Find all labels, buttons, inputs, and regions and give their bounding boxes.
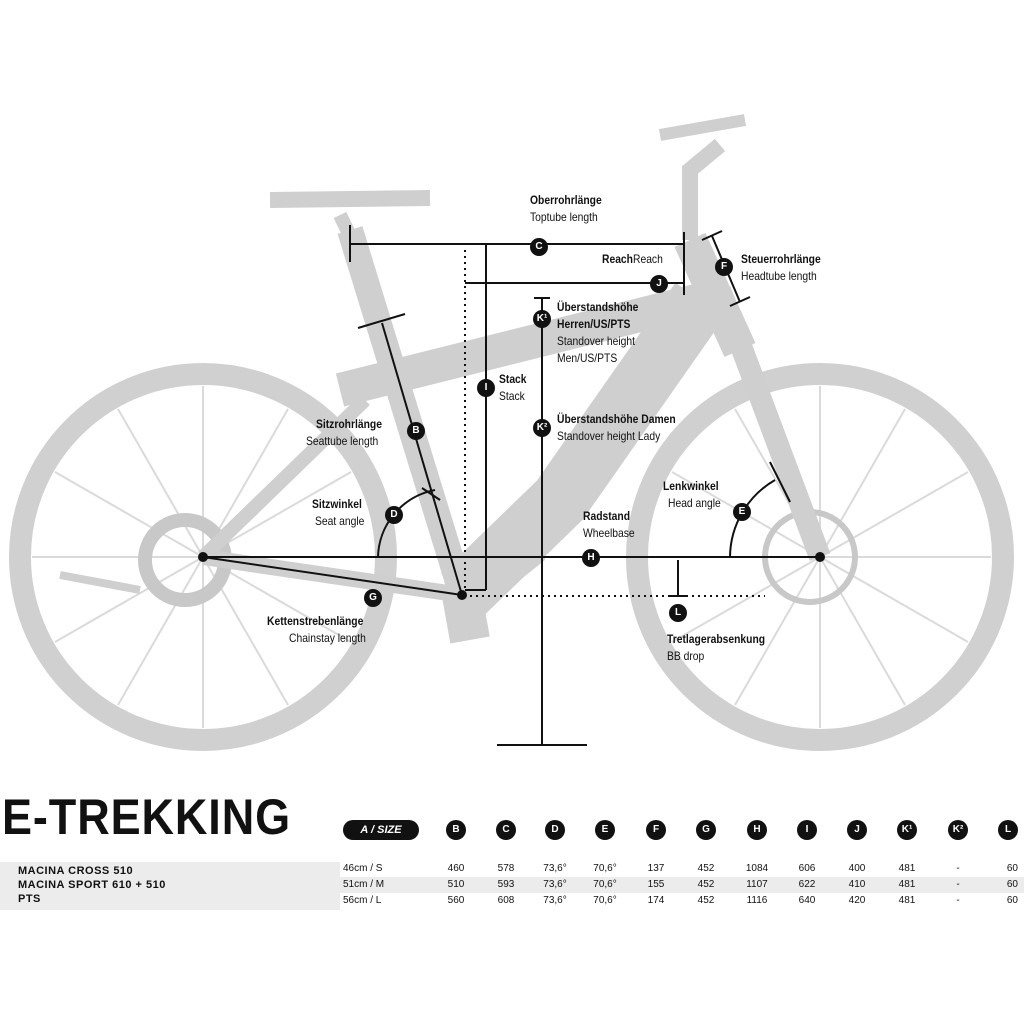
table-cell: 137 [647,863,665,874]
size-cell: 56cm / L [343,895,382,906]
table-cell: 1116 [746,895,768,906]
table-cell: 560 [447,895,465,906]
table-cell: 510 [447,879,465,890]
model-name: MACINA CROSS 510 [18,865,134,877]
table-cell: 578 [497,863,515,874]
table-cell: 1107 [746,879,768,890]
table-cell: 410 [848,879,866,890]
model-names: MACINA CROSS 510 MACINA SPORT 610 + 510 … [0,862,340,910]
table-cell: 60 [1006,879,1018,890]
table-cell: 73,6° [543,863,567,874]
badge-E: E [733,503,751,521]
bike-silhouette [9,114,1014,751]
column-header: K² [948,820,968,840]
table-cell: 60 [1006,863,1018,874]
badge-F: F [715,258,733,276]
column-header: F [646,820,666,840]
table-cell: 608 [497,895,515,906]
line-B [381,322,463,596]
column-header: K¹ [897,820,917,840]
badge-C: C [530,238,548,256]
badge-K2: K² [533,419,551,437]
table-cell: 481 [898,879,916,890]
size-cell: 51cm / M [343,879,385,890]
table-cell: 452 [697,895,715,906]
hub-points [198,552,825,600]
badge-D: D [385,506,403,524]
table-cell: 606 [798,863,816,874]
table-cell: 481 [898,863,916,874]
line-G [202,556,463,596]
size-cell: 46cm / S [343,863,383,874]
table-cell: 640 [798,895,816,906]
column-header: E [595,820,615,840]
badge-J: J [650,275,668,293]
rear-spokes [32,386,374,728]
label-reach: Reach Reach [602,252,664,266]
table-cell: 452 [697,879,715,890]
table-title: E-TREKKING [2,789,291,845]
size-header: A / SIZE [343,820,419,840]
geometry-lines [202,225,820,746]
table-cell: 155 [647,879,665,890]
table-cell: 60 [1006,895,1018,906]
table-cell: - [956,895,960,906]
column-header: H [747,820,767,840]
table-row [340,877,1024,893]
column-header: I [797,820,817,840]
table-cell: 70,6° [593,895,617,906]
table-cell: 460 [447,863,465,874]
badge-I: I [477,379,495,397]
column-header: G [696,820,716,840]
table-cell: 593 [497,879,515,890]
table-cell: 73,6° [543,879,567,890]
table-cell: - [956,863,960,874]
table-cell: 452 [697,863,715,874]
table-cell: 73,6° [543,895,567,906]
table-cell: 622 [798,879,816,890]
badge-G: G [364,589,382,607]
column-header: C [496,820,516,840]
badge-K1: K¹ [533,310,551,328]
dotted-guides [464,250,765,597]
column-header: J [847,820,867,840]
table-cell: 481 [898,895,916,906]
table-row [340,861,1024,877]
column-header: D [545,820,565,840]
table-cell: 420 [848,895,866,906]
model-name: MACINA SPORT 610 + 510 [18,879,166,891]
column-header: B [446,820,466,840]
table-cell: - [956,879,960,890]
table-row [340,893,1024,909]
model-name: PTS [18,893,41,905]
column-header: L [998,820,1018,840]
badge-L: L [669,604,687,622]
table-cell: 70,6° [593,863,617,874]
table-cell: 400 [848,863,866,874]
table-cell: 1084 [745,863,769,874]
table-cell: 174 [647,895,665,906]
badge-H: H [582,549,600,567]
table-cell: 70,6° [593,879,617,890]
badge-B: B [407,422,425,440]
